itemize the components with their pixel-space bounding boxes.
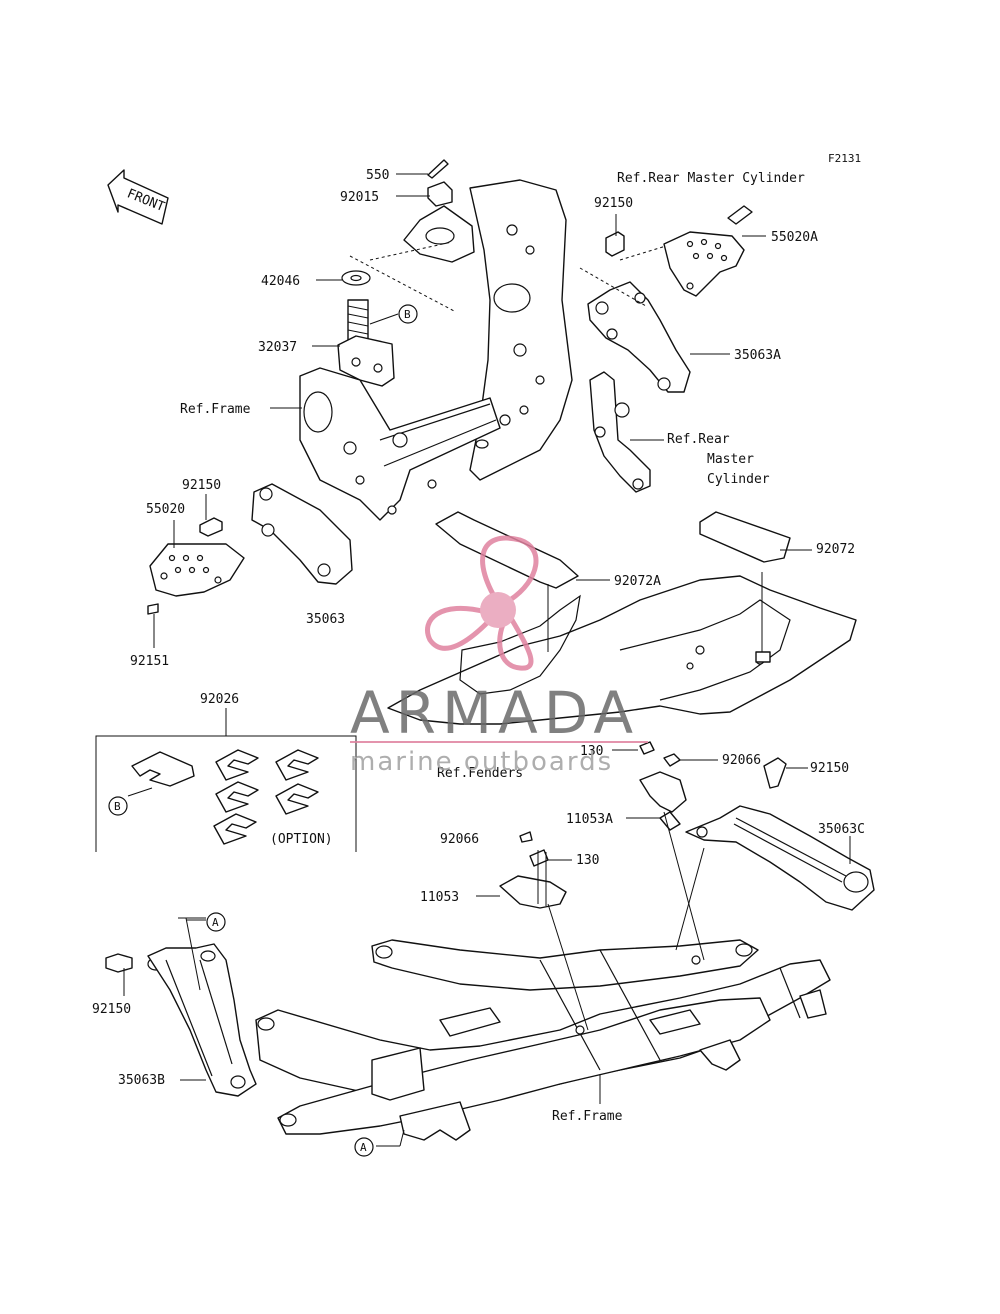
svg-text:A: A <box>212 916 219 929</box>
watermark-brand: ARMADA <box>350 679 639 747</box>
fender-drawing <box>387 511 857 725</box>
callout-92026: 92026 <box>200 692 239 707</box>
armada-watermark: ARMADA marine outboards <box>350 535 648 777</box>
propeller-logo-icon <box>425 535 539 671</box>
marker-b-shim: B <box>108 796 128 816</box>
marker-a-upper: A <box>206 912 226 932</box>
callout-ref-frame-top: Ref.Frame <box>180 402 251 417</box>
callout-ref-rear-master-cylinder-mid-1: Ref.Rear <box>667 432 730 447</box>
callout-11053A: 11053A <box>566 812 613 827</box>
front-arrow-icon: FRONT <box>107 169 169 225</box>
callout-92066-upper: 92066 <box>722 753 761 768</box>
lower-left-drawing <box>105 917 257 1097</box>
svg-text:B: B <box>114 800 121 813</box>
callout-ref-rear-master-cylinder-top: Ref.Rear Master Cylinder <box>617 171 805 186</box>
callout-92150-left: 92150 <box>182 478 221 493</box>
callout-92066-lower: 92066 <box>440 832 479 847</box>
svg-text:B: B <box>404 308 411 321</box>
figure-code: F2131 <box>828 152 861 165</box>
callout-92150-upper-right: 92150 <box>594 196 633 211</box>
callout-130-upper: 130 <box>580 744 603 759</box>
callout-32037: 32037 <box>258 340 297 355</box>
callout-92072A: 92072A <box>614 574 661 589</box>
watermark-tagline: marine outboards <box>350 747 613 777</box>
subframe-drawing <box>255 811 831 1141</box>
leader-lines <box>123 173 851 1147</box>
callout-92150-lower-left: 92150 <box>92 1002 131 1017</box>
callout-ref-frame-bottom: Ref.Frame <box>552 1109 623 1124</box>
callout-55020: 55020 <box>146 502 185 517</box>
callout-ref-fenders: Ref.Fenders <box>437 766 523 781</box>
callout-option: (OPTION) <box>270 832 333 847</box>
upper-frame-drawing <box>147 159 753 615</box>
marker-a-lower: A <box>354 1137 374 1157</box>
callout-550: 550 <box>366 168 389 183</box>
callout-35063B: 35063B <box>118 1073 165 1088</box>
callout-11053: 11053 <box>420 890 459 905</box>
callout-35063A: 35063A <box>734 348 781 363</box>
callout-92015: 92015 <box>340 190 379 205</box>
callout-ref-rear-master-cylinder-mid-3: Cylinder <box>707 472 770 487</box>
svg-text:A: A <box>360 1141 367 1154</box>
callout-55020A: 55020A <box>771 230 818 245</box>
lower-right-drawing <box>499 741 875 911</box>
marker-b-upper: B <box>398 304 418 324</box>
callout-ref-rear-master-cylinder-mid-2: Master <box>707 452 754 467</box>
callout-130-lower: 130 <box>576 853 599 868</box>
shim-kit-drawing <box>95 735 357 852</box>
callout-92072: 92072 <box>816 542 855 557</box>
callout-35063C: 35063C <box>818 822 865 837</box>
callout-35063: 35063 <box>306 612 345 627</box>
callout-92150-right: 92150 <box>810 761 849 776</box>
callout-92151: 92151 <box>130 654 169 669</box>
callout-42046: 42046 <box>261 274 300 289</box>
